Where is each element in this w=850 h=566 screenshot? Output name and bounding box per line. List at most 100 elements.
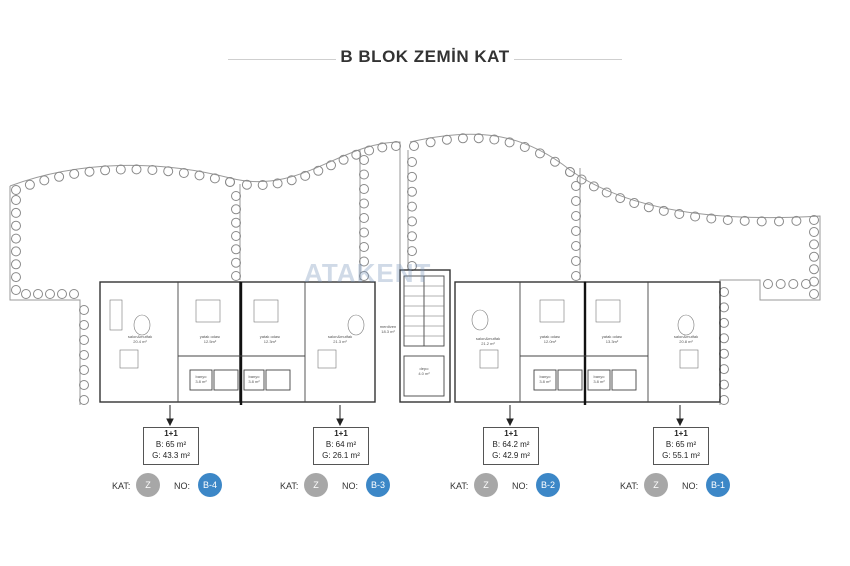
- unit-garden-area: G: 42.9 m²: [492, 451, 530, 460]
- tree-icon: [54, 171, 65, 182]
- tree-icon: [24, 179, 35, 190]
- tree-icon: [571, 181, 581, 191]
- room-label: 12.5m²: [204, 339, 217, 344]
- tree-icon: [359, 184, 369, 194]
- tree-icon: [231, 271, 241, 281]
- room-label: banyo: [540, 374, 552, 379]
- tree-icon: [359, 213, 369, 223]
- tree-icon: [286, 175, 297, 186]
- tree-icon: [407, 231, 417, 242]
- tree-icon: [504, 137, 515, 148]
- tree-icon: [407, 171, 417, 182]
- tree-icon: [571, 241, 581, 251]
- unit-type: 1+1: [504, 429, 518, 438]
- tree-icon: [79, 350, 89, 360]
- tree-icon: [601, 187, 612, 198]
- tree-icon: [719, 333, 729, 344]
- interior-walls: [177, 275, 649, 402]
- tree-icon: [359, 155, 369, 165]
- tree-icon: [791, 215, 802, 226]
- number-label: NO:: [342, 481, 359, 491]
- tree-icon: [11, 233, 21, 244]
- room-label: 4.0 m²: [418, 371, 430, 376]
- unit-type: 1+1: [674, 429, 688, 438]
- tree-icon: [11, 185, 21, 195]
- room-label: salon&mutfak: [328, 334, 352, 339]
- tree-icon: [407, 157, 417, 167]
- tree-icon: [313, 165, 324, 176]
- tree-icon: [69, 289, 79, 299]
- tree-line: [11, 133, 819, 405]
- tree-icon: [571, 226, 581, 236]
- tree-icon: [326, 160, 336, 171]
- tree-icon: [809, 251, 819, 262]
- room-label: merdiven: [380, 324, 396, 329]
- unit-info-b1: 1+1 B: 65 m² G: 55.1 m²: [653, 427, 709, 465]
- unit-gross-area: B: 65 m²: [155, 440, 187, 449]
- watermark-logo: ATAKENT: [304, 258, 432, 288]
- floor-label: KAT:: [450, 481, 469, 491]
- tree-icon: [719, 395, 729, 405]
- number-label: NO:: [174, 481, 191, 491]
- tree-icon: [809, 239, 819, 250]
- room-label: banyo: [594, 374, 606, 379]
- tree-icon: [163, 166, 174, 177]
- tree-icon: [359, 198, 369, 209]
- tree-icon: [194, 170, 205, 181]
- tree-icon: [571, 256, 581, 266]
- tree-icon: [351, 149, 362, 160]
- tree-icon: [225, 177, 235, 187]
- tree-icon: [84, 166, 95, 177]
- tree-icon: [571, 211, 581, 221]
- tree-icon: [178, 168, 189, 178]
- tree-icon: [79, 320, 89, 330]
- tree-icon: [425, 137, 436, 148]
- tree-icon: [241, 179, 252, 190]
- tree-icon: [809, 289, 819, 299]
- tree-icon: [643, 202, 654, 213]
- tree-icon: [719, 364, 729, 375]
- tree-icon: [407, 216, 417, 227]
- room-label: 3.8 m²: [593, 379, 605, 384]
- tree-icon: [407, 246, 417, 257]
- tree-icon: [338, 154, 349, 165]
- tree-icon: [231, 204, 241, 215]
- room-label: 13.3m²: [606, 339, 619, 344]
- tree-icon: [565, 167, 575, 177]
- room-label: 12.3m²: [264, 339, 277, 344]
- number-label: NO:: [512, 481, 529, 491]
- unit-number-badge: B-2: [536, 473, 560, 497]
- unit-garden-area: G: 43.3 m²: [152, 451, 190, 460]
- unit-gross-area: B: 64.2 m²: [492, 440, 530, 449]
- unit-garden-area: G: 55.1 m²: [662, 451, 700, 460]
- tree-icon: [11, 246, 21, 257]
- tree-icon: [550, 156, 560, 167]
- unit-number-badge: B-4: [198, 473, 222, 497]
- room-label: depo: [420, 366, 430, 371]
- tree-icon: [231, 217, 241, 228]
- unit-garden-area: G: 26.1 m²: [322, 451, 360, 460]
- tree-icon: [377, 142, 388, 153]
- tree-icon: [719, 348, 729, 359]
- room-label: banyo: [196, 374, 208, 379]
- room-label: yatak odası: [540, 334, 560, 339]
- unit-arrows: [166, 405, 684, 427]
- floor-badge: Z: [644, 473, 668, 497]
- tree-icon: [11, 259, 21, 270]
- tree-icon: [519, 142, 530, 152]
- floor-badge: Z: [136, 473, 160, 497]
- tree-icon: [407, 186, 417, 197]
- floor-badge: Z: [304, 473, 328, 497]
- room-label: banyo: [249, 374, 261, 379]
- tree-icon: [473, 133, 484, 144]
- stair-treads: [404, 285, 444, 337]
- furniture: [109, 299, 699, 369]
- tree-icon: [809, 227, 819, 237]
- tree-icon: [11, 272, 21, 283]
- tree-icon: [407, 201, 417, 212]
- floor-label: KAT:: [112, 481, 131, 491]
- tree-icon: [79, 335, 89, 345]
- tree-icon: [615, 193, 626, 204]
- tree-icon: [231, 231, 241, 241]
